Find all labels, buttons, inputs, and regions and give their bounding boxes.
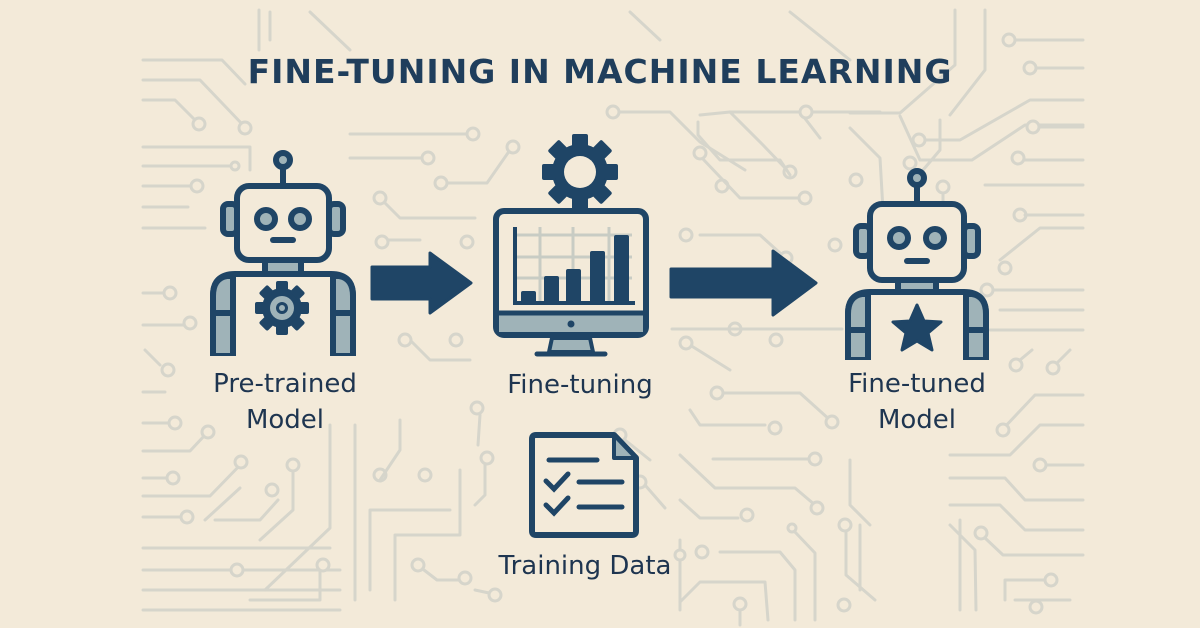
finetuning-label: Fine-tuning [507,370,653,400]
pretrained-label-line1: Pre-trained [213,369,357,399]
gear-icon [542,134,618,210]
checklist-document-icon [529,432,639,538]
arrow-right-icon [370,251,473,315]
training-data-label: Training Data [498,551,672,581]
pretrained-label-line2: Model [245,405,325,435]
monitor-bar-chart-icon [493,208,649,357]
robot-with-gear-icon [210,150,356,356]
diagram-title: FINE-TUNING IN MACHINE LEARNING [247,52,953,91]
robot-with-star-icon [845,168,989,360]
finetuned-label-line1: Fine-tuned [848,369,986,399]
finetuned-model-label: Fine-tuned Model [822,366,1012,438]
arrow-right-icon [669,249,818,317]
finetuned-label-line2: Model [877,405,957,435]
pretrained-model-label: Pre-trained Model [190,366,380,438]
